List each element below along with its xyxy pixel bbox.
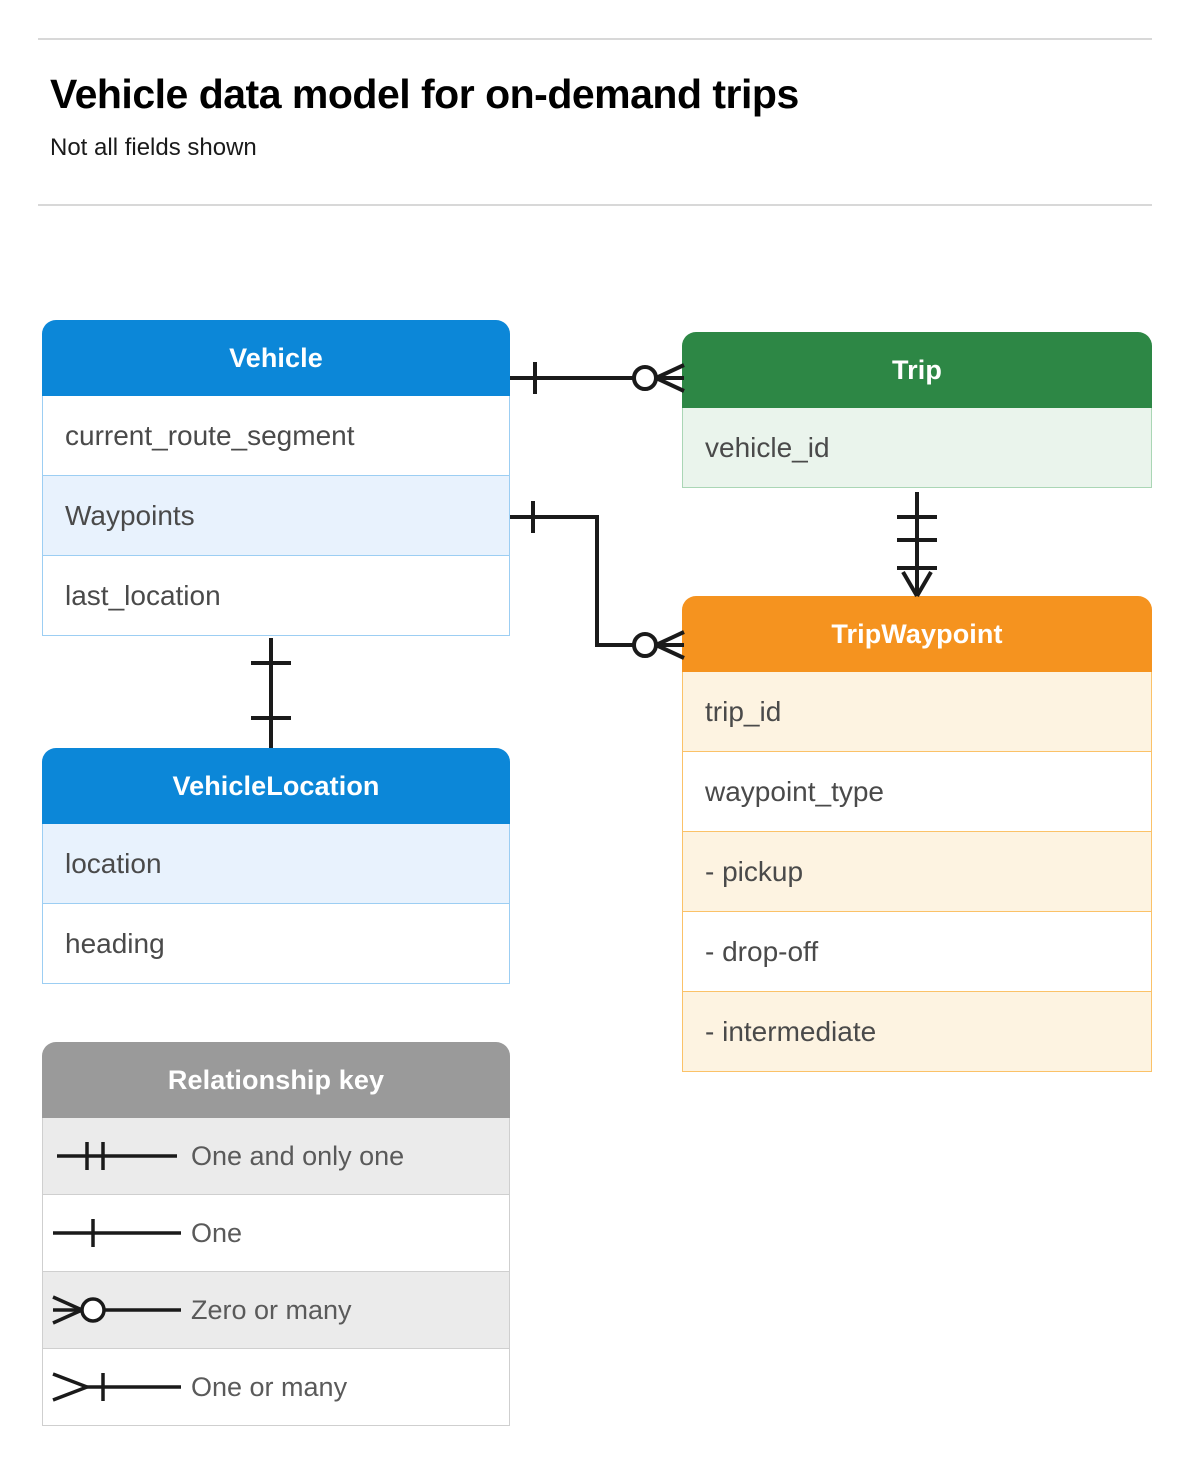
relationship-key-title: Relationship key [42,1042,510,1118]
connector-vehicle-vehiclelocation [251,638,291,748]
entity-vehicle[interactable]: Vehicle current_route_segment Waypoints … [42,320,510,636]
connector-waypoints-tripwaypoint [510,501,685,660]
legend-label-one-and-only-one: One and only one [191,1140,405,1171]
legend-label-one-or-many: One or many [191,1371,348,1402]
entity-trip[interactable]: Trip vehicle_id [682,332,1152,488]
entity-vehiclelocation-title: VehicleLocation [42,748,510,824]
one-or-many-icon [43,1367,191,1407]
entity-vehicle-field-waypoints: Waypoints [42,476,510,556]
entity-vehicle-title: Vehicle [42,320,510,396]
page-subtitle: Not all fields shown [50,134,257,161]
entity-tripwaypoint-value-drop-off: - drop-off [682,912,1152,992]
entity-vehicle-field-current-route-segment: current_route_segment [42,396,510,476]
legend-label-zero-or-many: Zero or many [191,1294,352,1325]
entity-tripwaypoint-field-trip-id: trip_id [682,672,1152,752]
entity-tripwaypoint-value-intermediate: - intermediate [682,992,1152,1072]
relationship-key-legend: Relationship key One and only one One [42,1042,510,1426]
entity-vehiclelocation[interactable]: VehicleLocation location heading [42,748,510,984]
entity-trip-field-vehicle-id: vehicle_id [682,408,1152,488]
legend-row-one: One [42,1195,510,1272]
entity-tripwaypoint-value-pickup: - pickup [682,832,1152,912]
entity-tripwaypoint-title: TripWaypoint [682,596,1152,672]
connector-trip-tripwaypoint [897,492,937,598]
header-top-divider [38,38,1152,40]
entity-vehiclelocation-field-location: location [42,824,510,904]
legend-row-zero-or-many: Zero or many [42,1272,510,1349]
zero-or-many-icon [43,1290,191,1330]
one-and-only-one-icon [43,1136,191,1176]
entity-vehiclelocation-field-heading: heading [42,904,510,984]
connector-vehicle-trip [510,362,685,394]
page-title: Vehicle data model for on-demand trips [50,71,799,117]
entity-trip-title: Trip [682,332,1152,408]
one-icon [43,1213,191,1253]
entity-tripwaypoint[interactable]: TripWaypoint trip_id waypoint_type - pic… [682,596,1152,1072]
entity-tripwaypoint-field-waypoint-type: waypoint_type [682,752,1152,832]
entity-vehicle-field-last-location: last_location [42,556,510,636]
legend-row-one-or-many: One or many [42,1349,510,1426]
header-bottom-divider [38,204,1152,206]
legend-label-one: One [191,1217,243,1248]
legend-row-one-and-only-one: One and only one [42,1118,510,1195]
